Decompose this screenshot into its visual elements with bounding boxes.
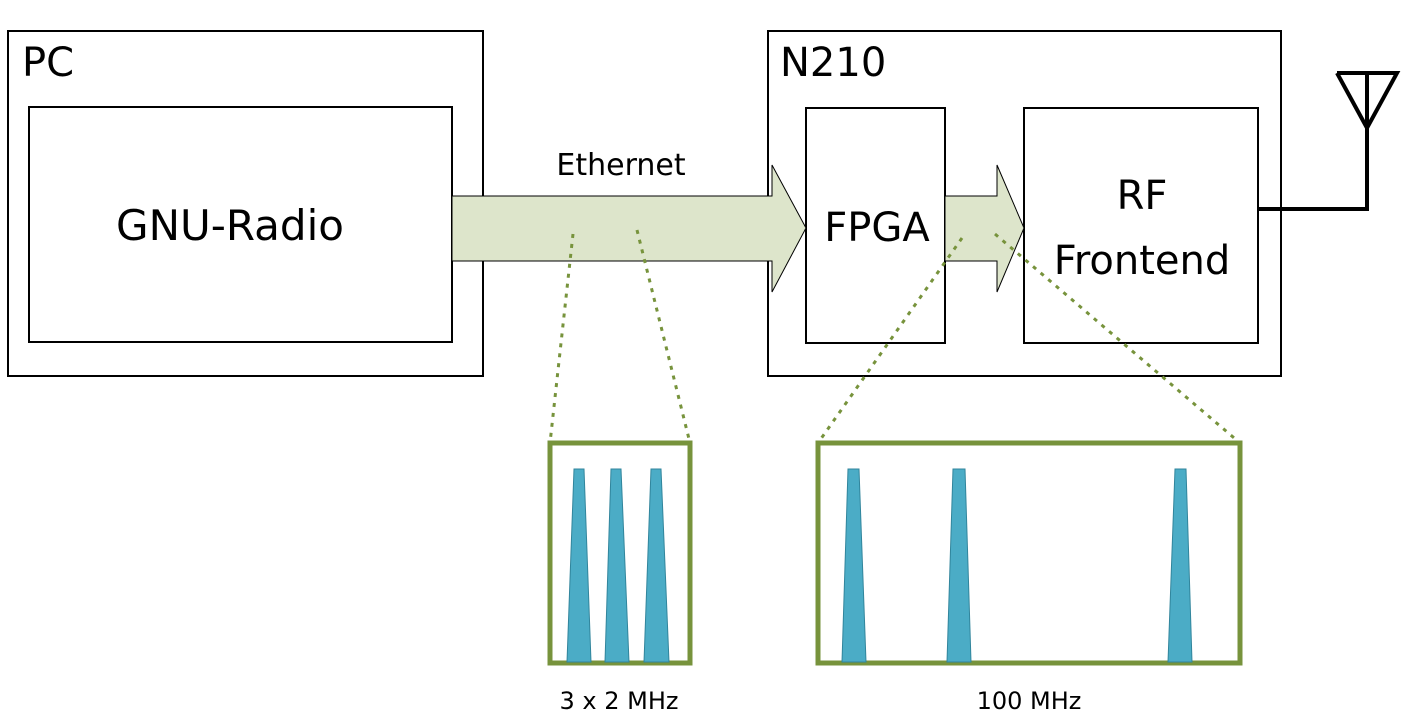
- fpga-rf-arrow: [944, 164, 1025, 293]
- rf-label-line1: RF: [1117, 173, 1168, 219]
- n210-title: N210: [780, 40, 886, 86]
- channel-peak: [946, 468, 972, 663]
- pc-title: PC: [22, 40, 74, 86]
- rf-frontend-box: [1023, 107, 1259, 344]
- pc-block: PC GNU-Radio: [7, 30, 484, 377]
- spectrum-100mhz: [815, 440, 1243, 666]
- antenna-icon: [1257, 71, 1401, 211]
- channel-peak: [841, 468, 867, 663]
- spectrum-left-caption: 3 x 2 MHz: [560, 687, 679, 715]
- rf-label-line2: Frontend: [1054, 238, 1231, 284]
- gnu-radio-label: GNU-Radio: [116, 201, 344, 250]
- spectrum-3x2mhz: [547, 440, 693, 666]
- ethernet-arrow: [451, 164, 807, 293]
- channel-peak: [1167, 468, 1193, 663]
- ethernet-label: Ethernet: [556, 148, 685, 183]
- channel-peak: [643, 468, 670, 663]
- n210-block: N210 RF Frontend: [767, 30, 1282, 377]
- gnu-radio-box: [28, 106, 453, 343]
- channel-peak: [566, 468, 592, 663]
- zoom-lines: [548, 229, 1241, 445]
- channel-peak: [604, 468, 630, 663]
- spectrum-right-caption: 100 MHz: [977, 687, 1082, 715]
- fpga-label: FPGA: [824, 205, 930, 251]
- fpga-box: [805, 107, 946, 344]
